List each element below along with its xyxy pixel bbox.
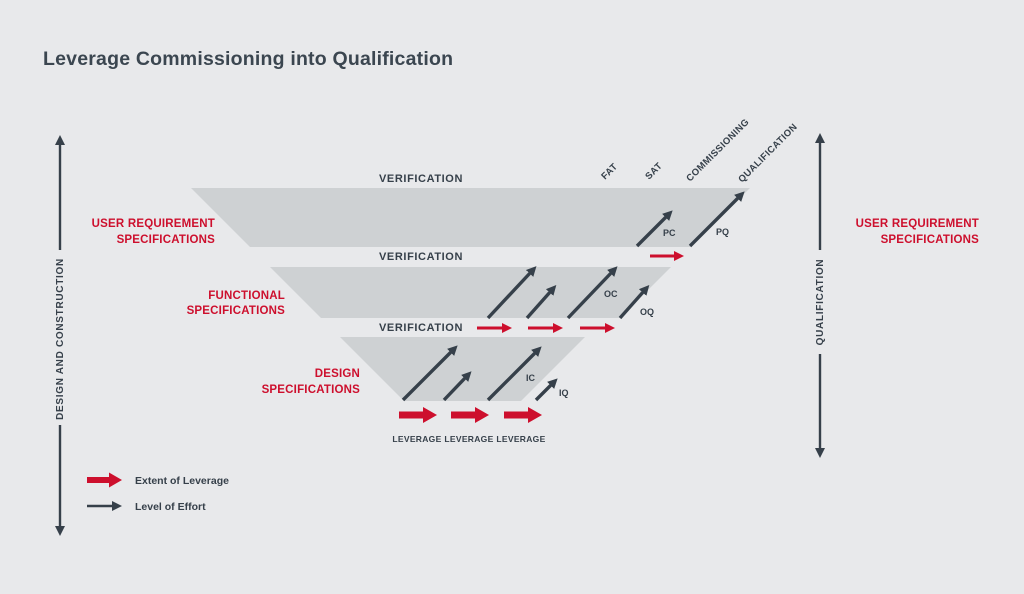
design-label-line2: SPECIFICATIONS: [262, 384, 361, 396]
iq-label: IQ: [559, 388, 569, 398]
verification-label-3: VERIFICATION: [379, 322, 463, 334]
oc-effort-arrow: [566, 266, 618, 320]
pc-effort-arrow: [635, 210, 673, 248]
functional-label-line2: SPECIFICATIONS: [187, 305, 286, 317]
leverage-label-1: LEVERAGE: [392, 434, 441, 444]
right-urs-label-line1: USER REQUIREMENT: [856, 218, 979, 230]
legend-effort-label: Level of Effort: [135, 501, 206, 513]
oc-label: OC: [604, 289, 618, 299]
iq-effort-arrow: [534, 378, 558, 402]
oq-effort-arrow: [618, 285, 650, 320]
urs-label-line2: SPECIFICATIONS: [117, 234, 216, 246]
functional-band: [270, 267, 671, 318]
functional-label-line1: FUNCTIONAL: [208, 290, 285, 302]
pq-effort-arrow: [688, 191, 745, 248]
oq-label: OQ: [640, 307, 654, 317]
ic-effort-arrow: [486, 346, 542, 402]
verification-label-2: VERIFICATION: [379, 251, 463, 263]
ic-label: IC: [526, 373, 536, 383]
legend-extent-arrow-icon: [87, 472, 122, 488]
leverage-label-2: LEVERAGE: [444, 434, 493, 444]
functional-effort-arrow-1: [486, 266, 537, 320]
design-label-line1: DESIGN: [315, 368, 360, 380]
right-axis-label: QUALIFICATION: [815, 259, 826, 346]
right-urs-label-line2: SPECIFICATIONS: [881, 234, 980, 246]
functional-effort-arrow-2: [525, 285, 557, 320]
design-effort-arrow-1: [401, 345, 458, 402]
design-band: [340, 337, 585, 401]
leverage-label-3: LEVERAGE: [496, 434, 545, 444]
pc-label: PC: [663, 228, 676, 238]
design-effort-arrow-2: [442, 371, 472, 402]
pq-label: PQ: [716, 227, 729, 237]
urs-band: [191, 188, 750, 247]
left-axis-label: DESIGN AND CONSTRUCTION: [55, 258, 66, 420]
leverage-fat-arrow-2: [451, 407, 489, 423]
urs-label-line1: USER REQUIREMENT: [92, 218, 215, 230]
leverage-fat-arrow-1: [399, 407, 437, 423]
legend-extent-label: Extent of Leverage: [135, 475, 229, 487]
page-title: Leverage Commissioning into Qualificatio…: [43, 48, 453, 70]
leverage-fat-arrow-3: [504, 407, 542, 423]
verification-label-1: VERIFICATION: [379, 173, 463, 185]
